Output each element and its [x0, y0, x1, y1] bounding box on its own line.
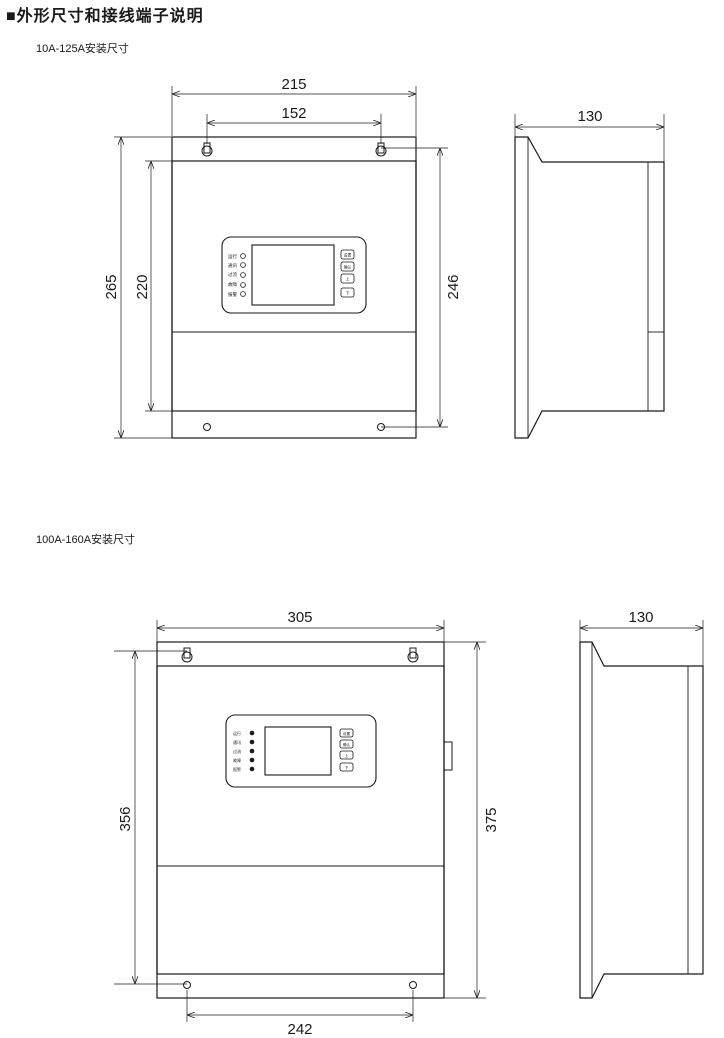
led-label: 故障: [233, 757, 241, 763]
led-indicator: [240, 282, 246, 288]
key-label: 设置: [343, 731, 351, 736]
section1-label: 10A-125A安装尺寸: [36, 43, 129, 55]
key-label: 确认: [343, 742, 351, 747]
keyhole-left: [181, 647, 193, 663]
panel-key: [339, 739, 354, 749]
dim-total-height: 265: [103, 274, 120, 299]
led-label: 报警: [228, 291, 237, 298]
panel-key: [339, 750, 354, 760]
led-indicator: [249, 739, 255, 745]
side-view-large: 130: [579, 609, 704, 999]
control-panel: 运行 通讯 过流 故障 报警 设置 确认: [221, 236, 367, 314]
led-label: 过流: [228, 271, 237, 278]
panel-key: [340, 287, 355, 298]
section2-label: 100A-160A安装尺寸: [36, 534, 136, 546]
keyhole-right: [407, 647, 419, 663]
key-label: 下: [346, 292, 350, 296]
dim-width: 305: [287, 609, 312, 626]
mount-hole-left: [183, 981, 191, 989]
keyhole-right: [375, 142, 387, 157]
led-label: 通讯: [228, 262, 237, 269]
key-label: 确认: [344, 265, 352, 270]
dim-total-height: 375: [483, 807, 500, 832]
led-indicator: [249, 730, 255, 736]
led-indicator: [249, 748, 255, 754]
led-label: 故障: [228, 281, 237, 288]
led-label: 运行: [233, 730, 241, 736]
dim-side-depth: 130: [628, 609, 653, 626]
led-indicator: [240, 253, 246, 259]
key-label: 上: [346, 277, 350, 282]
dim-body-height: 246: [445, 274, 462, 299]
led-indicator: [240, 272, 246, 278]
dim-bottom-hole-spacing: 242: [287, 1021, 312, 1038]
led-label: 报警: [233, 766, 241, 772]
led-label: 运行: [228, 253, 237, 260]
panel-key: [340, 261, 355, 272]
panel-key: [340, 273, 355, 284]
led-indicator: [249, 766, 255, 772]
keyhole-left: [201, 142, 213, 157]
panel-key: [339, 728, 354, 738]
dim-mount-height: 220: [134, 274, 151, 299]
led-indicator: [240, 291, 246, 297]
dim-width: 215: [281, 76, 306, 93]
led-label: 通讯: [233, 739, 241, 745]
dim-hole-spacing: 152: [281, 105, 306, 122]
mount-hole-left: [203, 423, 211, 431]
led-indicator: [249, 757, 255, 763]
dim-mount-height: 356: [117, 806, 134, 831]
dim-side-depth: 130: [577, 108, 602, 125]
led-indicator: [240, 262, 246, 268]
key-label: 设置: [344, 253, 352, 258]
key-label: 下: [345, 766, 349, 770]
side-view-small: 130: [514, 108, 665, 439]
front-view-large: 运行 通讯 过流 故障 报警 设置 确认: [114, 609, 500, 1038]
panel-key: [339, 762, 354, 772]
page-title: ■外形尺寸和接线端子说明: [6, 8, 204, 25]
mount-hole-right: [409, 981, 417, 989]
panel-key: [340, 249, 355, 260]
key-label: 上: [345, 753, 349, 758]
control-panel: 运行 通讯 过流 故障 报警 设置 确认: [225, 714, 377, 788]
front-view-small: 运行 通讯 过流 故障 报警 设置 确认: [103, 76, 462, 439]
led-label: 过流: [233, 748, 241, 754]
